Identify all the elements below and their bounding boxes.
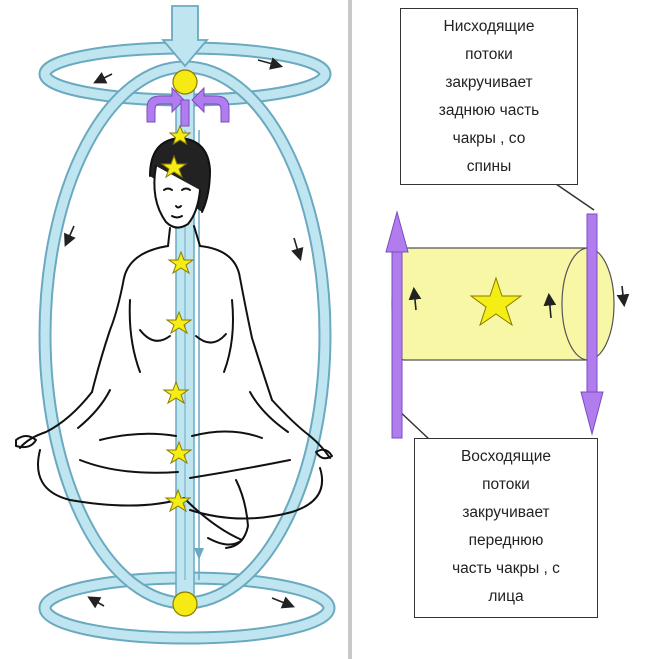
callout-line: закручивает — [462, 504, 550, 521]
callout-line: потоки — [482, 476, 530, 493]
callout-line: чакры , со — [452, 130, 526, 147]
callout-line: спины — [466, 158, 512, 175]
root-star-icon — [164, 488, 192, 513]
ascending-flows-callout: Восходящие потоки закручивает переднюю ч… — [414, 438, 598, 618]
top-callout-connector — [555, 183, 595, 211]
callout-line: потоки — [465, 46, 513, 63]
callout-line: Восходящие — [460, 448, 552, 465]
ascending-flow-arrow-icon — [385, 210, 409, 439]
chakra-cylinder-diagram — [385, 183, 630, 441]
crown-star-icon — [168, 124, 192, 146]
right-panel-chakra-rotation: Нисходящие потоки закручивает заднюю час… — [356, 0, 654, 659]
chakra-star-icon — [469, 276, 523, 327]
incoming-arrow-icon — [161, 5, 209, 68]
upward-flow-arrow-icon — [194, 548, 204, 560]
throat-star-icon — [167, 250, 195, 275]
descending-flow-arrow-icon — [580, 213, 604, 436]
violet-turn-arrows — [146, 86, 230, 127]
callout-line: часть чакры , с — [452, 560, 560, 577]
chakra-stars — [160, 124, 195, 513]
callout-line: лица — [488, 588, 524, 605]
heart-star-icon — [165, 310, 193, 335]
sacral-star-icon — [165, 440, 193, 465]
solar-plexus-star-icon — [162, 380, 190, 405]
cylinder-rotation-arrows — [408, 285, 630, 319]
top-pole-ball-icon — [172, 69, 198, 95]
left-panel-meditating-figure — [15, 0, 352, 659]
callout-line: переднюю — [468, 532, 544, 549]
third-eye-star-icon — [160, 154, 188, 179]
rotation-arrows — [64, 57, 304, 609]
energy-flow-diagram — [15, 5, 336, 645]
callout-line: закручивает — [445, 74, 533, 91]
bottom-pole-ball-icon — [172, 591, 198, 617]
descending-flows-callout: Нисходящие потоки закручивает заднюю час… — [400, 8, 578, 185]
callout-line: заднюю часть — [438, 102, 540, 119]
callout-line: Нисходящие — [443, 18, 535, 35]
